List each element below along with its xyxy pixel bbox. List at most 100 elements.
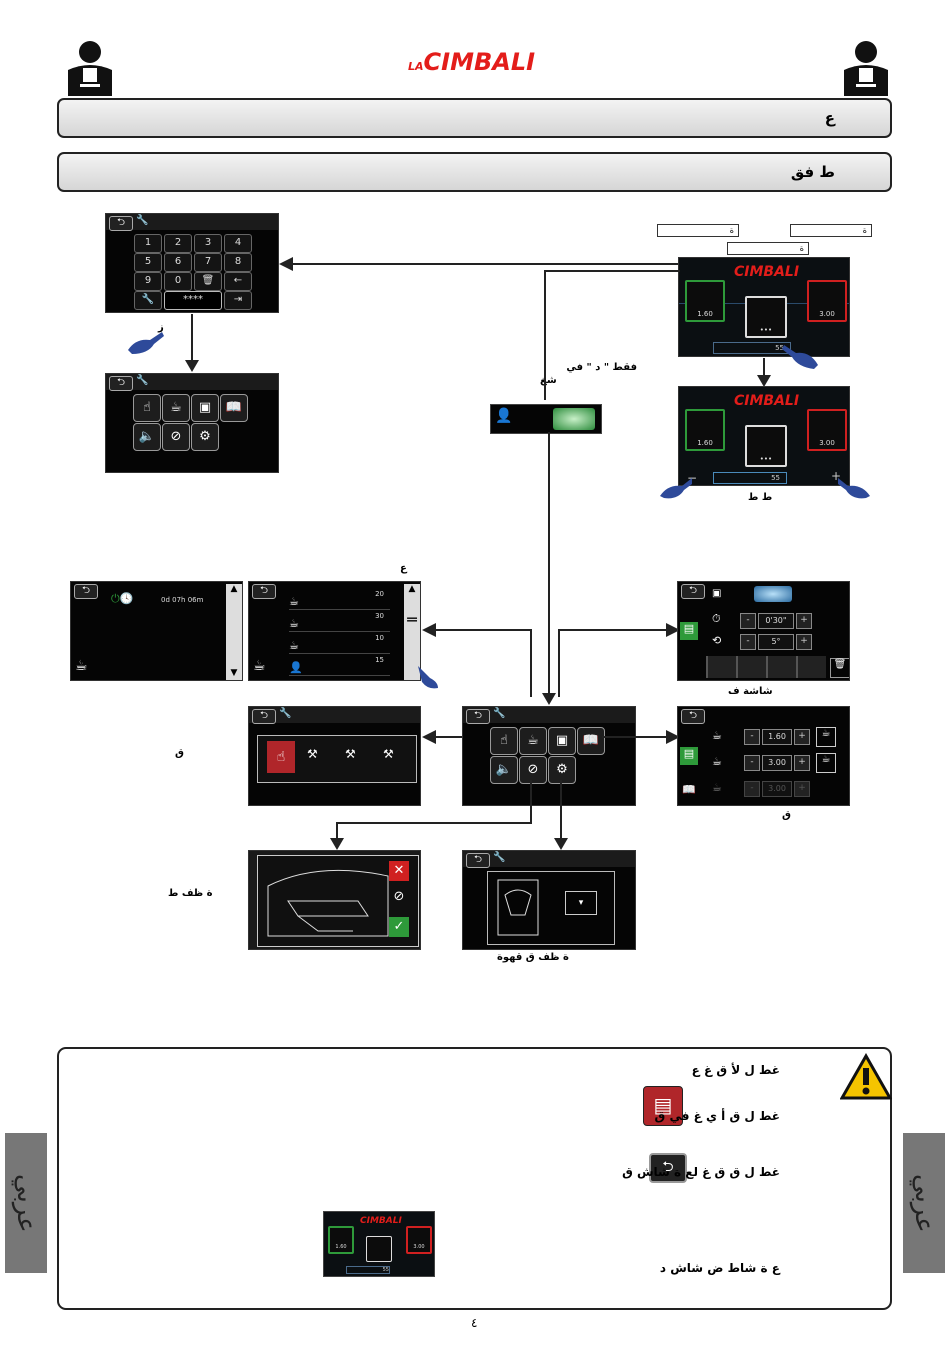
wash-cycle-icon: ⊘ [393, 889, 405, 904]
trash-icon-2[interactable]: 🗑 [830, 658, 849, 678]
back-button-counters[interactable]: ⮌ [252, 584, 276, 599]
waiter-icon-right [844, 41, 888, 96]
key-8[interactable]: 8 [224, 253, 252, 272]
user-toggle-widget[interactable]: 👤 [490, 404, 602, 434]
hand-pointer-icon-3 [660, 478, 692, 499]
notice-line-4: ع ة شاط ض شاش د [659, 1261, 780, 1275]
side-tab-right: عربي [903, 1133, 945, 1273]
wrench-key-icon[interactable]: 🔧 [134, 291, 162, 310]
note-line-1: فقط " د " في [566, 362, 637, 373]
speaker-icon[interactable]: 🔈 [133, 423, 161, 451]
timer-icon: ⏱ [712, 612, 721, 625]
cup-right-2[interactable]: 3.00 [807, 409, 847, 451]
hand-select-icon[interactable]: ☝ [267, 741, 295, 773]
key-5[interactable]: 5 [134, 253, 162, 272]
key-1[interactable]: 1 [134, 234, 162, 253]
select-screen: ⮌🔧 ☝ ⚒ ⚒ ⚒ [248, 706, 421, 806]
dose-value-2[interactable]: 3.00 [762, 755, 792, 771]
main-screen: CIMBALI 1.60 ••• 3.00 55 [678, 257, 850, 357]
scrollbar[interactable]: ▲ ▼ [226, 584, 242, 680]
keypad-caption: ز [158, 322, 164, 333]
grinder-a-icon[interactable]: ⚒ [307, 747, 318, 761]
coffee-icon[interactable]: ☕ [162, 394, 190, 422]
grinder-b-icon[interactable]: ⚒ [345, 747, 356, 761]
service-icon[interactable]: ⚙ [191, 423, 219, 451]
save-icon[interactable]: ▤ [680, 622, 698, 640]
notice-line-3: غط ل ق ق غ لع ة شاش ق [622, 1165, 780, 1179]
note-line-2: شغ [540, 375, 557, 386]
grinder-c-icon[interactable]: ⚒ [383, 747, 394, 761]
hand-pointer-icon-2 [782, 345, 818, 369]
scrollbar-2[interactable]: ▲═ [404, 584, 420, 680]
save-button-icon: ▤ [643, 1086, 683, 1126]
key-6[interactable]: 6 [164, 253, 192, 272]
slider-field-2[interactable]: 55 [713, 472, 787, 484]
back-button[interactable]: ⮌ [109, 216, 133, 231]
dose-screen: ⮌ ▤ 📖 ☕ - 1.60 + ☕ ☕ - 3.00 + ☕ ☕ - 3.00… [677, 706, 850, 806]
back-button-clean[interactable]: ⮌ [681, 584, 705, 599]
image-strip[interactable] [706, 656, 826, 678]
cup-button-left[interactable]: 1.60 [685, 280, 725, 322]
slider-screen: CIMBALI 1.60 ••• 3.00 − 55 + [678, 386, 850, 486]
password-field[interactable]: **** [164, 291, 222, 310]
page-number: ٤ [471, 1316, 478, 1330]
backspace-icon[interactable]: ← [224, 272, 252, 291]
hand-icon[interactable]: ☝ [133, 394, 161, 422]
temp-value[interactable]: 5° [758, 634, 794, 650]
dose-value-1[interactable]: 1.60 [762, 729, 792, 745]
notice-line-2: غط ل ق أ ي غ في ق [654, 1109, 780, 1123]
key-4[interactable]: 4 [224, 234, 252, 253]
select-caption: ق [175, 748, 184, 759]
cleaning-caption: شاشة ف [728, 686, 773, 697]
back-button-icon: ⮌ [649, 1153, 687, 1183]
book-icon[interactable]: 📖 [220, 394, 248, 422]
menu-screen-small: ⮌🔧 ☝ ☕ ▣ 📖 🔈 ⊘ ⚙ [105, 373, 279, 473]
time-value[interactable]: 0'30" [758, 613, 794, 629]
key-2[interactable]: 2 [164, 234, 192, 253]
notice-line-1: غط ل لأ ق غ ع [691, 1063, 780, 1077]
dose-caption: ق [782, 810, 791, 821]
minus-button[interactable]: − [687, 471, 698, 485]
toggle-blue[interactable] [754, 586, 792, 602]
key-7[interactable]: 7 [194, 253, 222, 272]
keypad-screen: ⮌🔧 1 2 3 4 5 6 7 8 9 0 🗑 ← 🔧 **** ⇥ [105, 213, 279, 313]
cup-button-center[interactable]: ••• [745, 296, 787, 338]
trash-icon[interactable]: 🗑 [194, 272, 222, 291]
wrench-icon: 🔧 [136, 215, 149, 226]
cup-button-right[interactable]: 3.00 [807, 280, 847, 322]
confirm-button[interactable]: ✓ [389, 917, 409, 937]
screen-icon[interactable]: ▣ [191, 394, 219, 422]
section-bar-2: ط فق [57, 152, 892, 192]
back-button-timer[interactable]: ⮌ [74, 584, 98, 599]
exit-icon[interactable]: ⇥ [224, 291, 252, 310]
coffee-count-icon: ☕ [75, 658, 88, 674]
callout-box-3: ة [727, 242, 809, 255]
plus-button[interactable]: + [831, 469, 842, 483]
hand-pointer-icon [128, 332, 164, 354]
key-9[interactable]: 9 [134, 272, 162, 291]
cancel-button[interactable]: ✕ [389, 861, 409, 881]
notice-box: غط ل لأ ق غ ع ▤ غط ل ق أ ي غ في ق ⮌ غط ل… [57, 1047, 892, 1310]
wash-screen: ✕ ⊘ ✓ [248, 850, 421, 950]
cup-center-2[interactable]: ••• [745, 425, 787, 467]
side-tab-left: عربي [5, 1133, 47, 1273]
key-0[interactable]: 0 [164, 272, 192, 291]
screen-icon-2: ▣ [712, 588, 722, 599]
warning-icon [840, 1053, 892, 1100]
counters-caption: ع [400, 563, 407, 574]
waiter-icon-left [68, 41, 112, 96]
cleaning-screen: ⮌ ▤ ▣ ⏱ - 0'30" + ⟲ - 5° + 🗑 [677, 581, 850, 681]
user-icon: 👤 [495, 408, 513, 424]
wash-icon[interactable]: ⊘ [162, 423, 190, 451]
milk-wand-drawing [497, 879, 539, 936]
hand-pointer-icon-5 [418, 666, 438, 689]
key-3[interactable]: 3 [194, 234, 222, 253]
main-screen-thumbnail: CIMBALI 1.60 3.00 55 [323, 1211, 435, 1277]
callout-box-1: ة [657, 224, 739, 237]
dropdown-button[interactable]: ▾ [565, 891, 597, 915]
slider-field[interactable]: 55 [713, 342, 791, 354]
toggle-on-indicator[interactable] [553, 408, 595, 430]
cup-left-2[interactable]: 1.60 [685, 409, 725, 451]
dose-value-3[interactable]: 3.00 [762, 781, 792, 797]
